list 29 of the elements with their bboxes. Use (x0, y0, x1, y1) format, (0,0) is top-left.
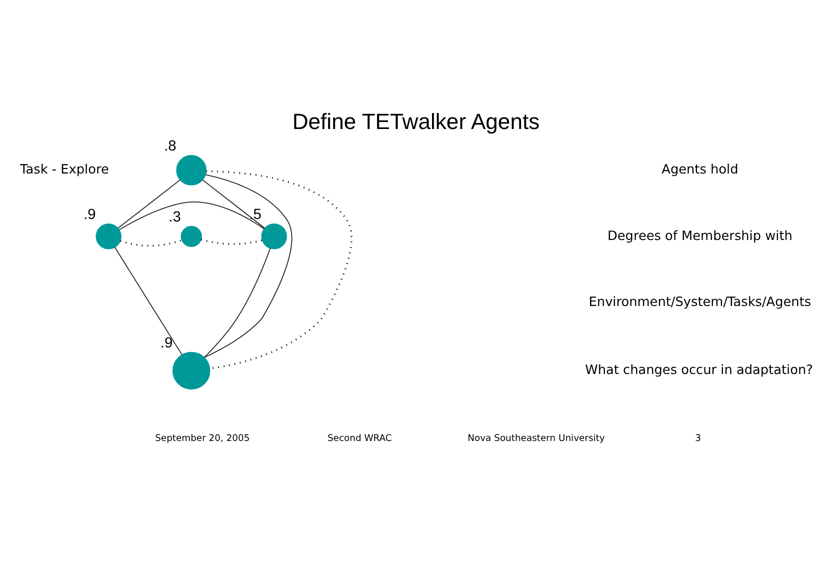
label: What changes occur in adaptation? (585, 363, 813, 378)
connector (114, 246, 182, 356)
label: Agents hold (662, 162, 738, 178)
label: Nova Southeastern University (468, 433, 605, 444)
node-circle (176, 155, 207, 186)
connector (118, 179, 181, 229)
node-label: .8 (164, 138, 176, 155)
label: Task - Explore (20, 162, 109, 178)
connector (120, 239, 182, 247)
node-label: .3 (168, 210, 181, 226)
node-label: .9 (84, 207, 96, 224)
label: Second WRAC (327, 433, 392, 444)
label: September 20, 2005 (155, 433, 250, 444)
connector (200, 238, 262, 245)
node-circle (180, 226, 202, 248)
node-label: .5 (249, 207, 262, 224)
diagram-title: Define TETwalker Agents (292, 109, 540, 134)
connector (206, 170, 352, 370)
node-circle (96, 224, 122, 250)
label: Degrees of Membership with (607, 228, 792, 244)
node-circle (261, 224, 288, 250)
label: Environment/System/Tasks/Agents (588, 295, 812, 310)
connector (204, 248, 271, 358)
node-circle (172, 352, 210, 390)
connector (204, 174, 292, 358)
connector (202, 179, 266, 229)
node-label: .9 (160, 336, 173, 352)
connector (118, 202, 264, 230)
label: 3 (695, 433, 702, 444)
